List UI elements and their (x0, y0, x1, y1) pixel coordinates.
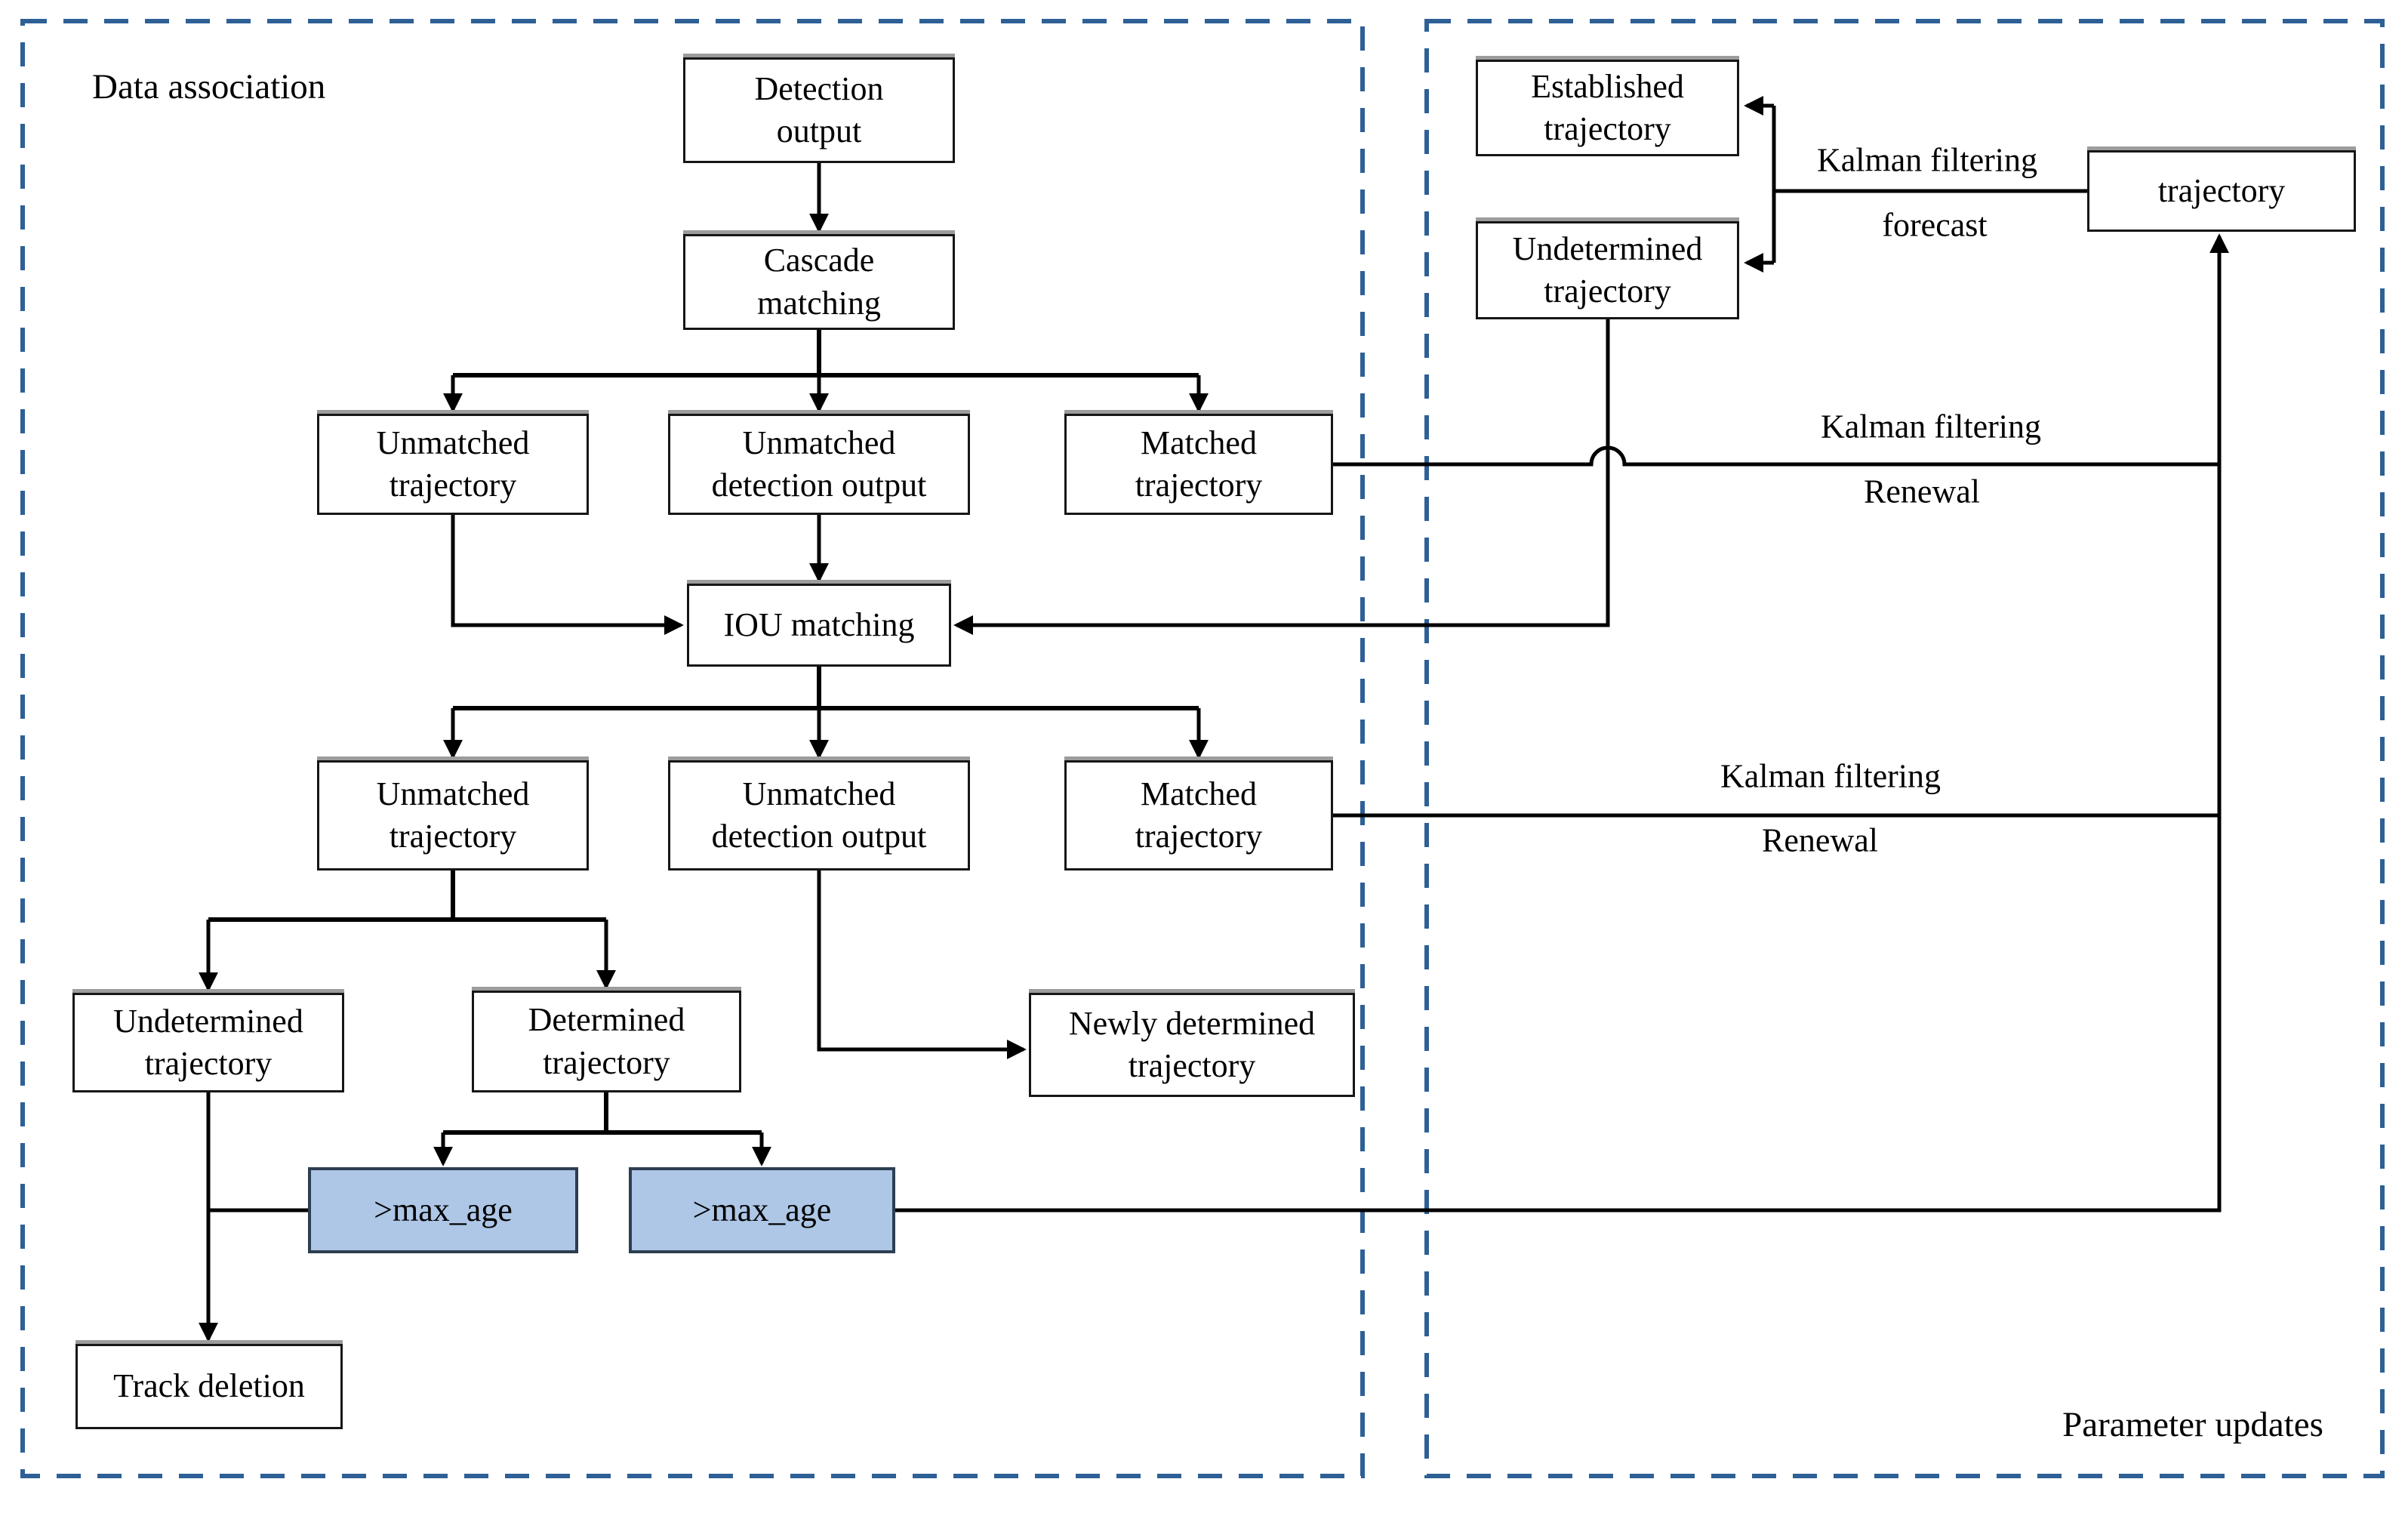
node-cascade-matching: Cascade matching (683, 234, 955, 330)
node-iou-matching: IOU matching (687, 584, 951, 667)
kalman-renewal-line-1 (1333, 445, 2219, 467)
label-kalman-filtering-1: Kalman filtering (1820, 408, 2042, 445)
label-kalman-filtering-2: Kalman filtering (1720, 757, 1941, 795)
label-forecast: forecast (1882, 206, 1988, 244)
parameter-updates-title: Parameter updates (2062, 1405, 2323, 1444)
label-renewal-2: Renewal (1762, 821, 1878, 859)
node-unmatched-trajectory-2: Unmatched trajectory (317, 760, 589, 871)
node-unmatched-trajectory-1: Unmatched trajectory (317, 414, 589, 515)
data-association-panel-border (20, 19, 1365, 1478)
node-newly-determined-trajectory: Newly determined trajectory (1029, 993, 1355, 1097)
node-detection-output: Detection output (683, 57, 955, 163)
node-matched-trajectory-2: Matched trajectory (1064, 760, 1333, 871)
arrow-lines (199, 96, 2229, 1342)
node-max-age-1: >max_age (308, 1167, 578, 1253)
data-association-title: Data association (92, 67, 326, 106)
branch-lines (208, 330, 1199, 1135)
node-undetermined-trajectory-left: Undetermined trajectory (72, 993, 344, 1092)
node-track-deletion: Track deletion (75, 1344, 343, 1429)
node-undetermined-trajectory-right: Undetermined trajectory (1476, 221, 1739, 319)
node-unmatched-detection-output-1: Unmatched detection output (668, 414, 970, 515)
node-trajectory: trajectory (2087, 150, 2356, 232)
node-matched-trajectory-1: Matched trajectory (1064, 414, 1333, 515)
parameter-updates-panel-border (1424, 19, 2385, 1478)
node-determined-trajectory: Determined trajectory (472, 991, 741, 1092)
forecast-split (1772, 106, 2087, 263)
node-established-trajectory: Established trajectory (1476, 60, 1739, 156)
label-renewal-1: Renewal (1864, 473, 1980, 510)
node-unmatched-detection-output-2: Unmatched detection output (668, 760, 970, 871)
node-max-age-2: >max_age (629, 1167, 895, 1253)
label-kalman-filtering-forecast: Kalman filtering (1816, 141, 2038, 179)
